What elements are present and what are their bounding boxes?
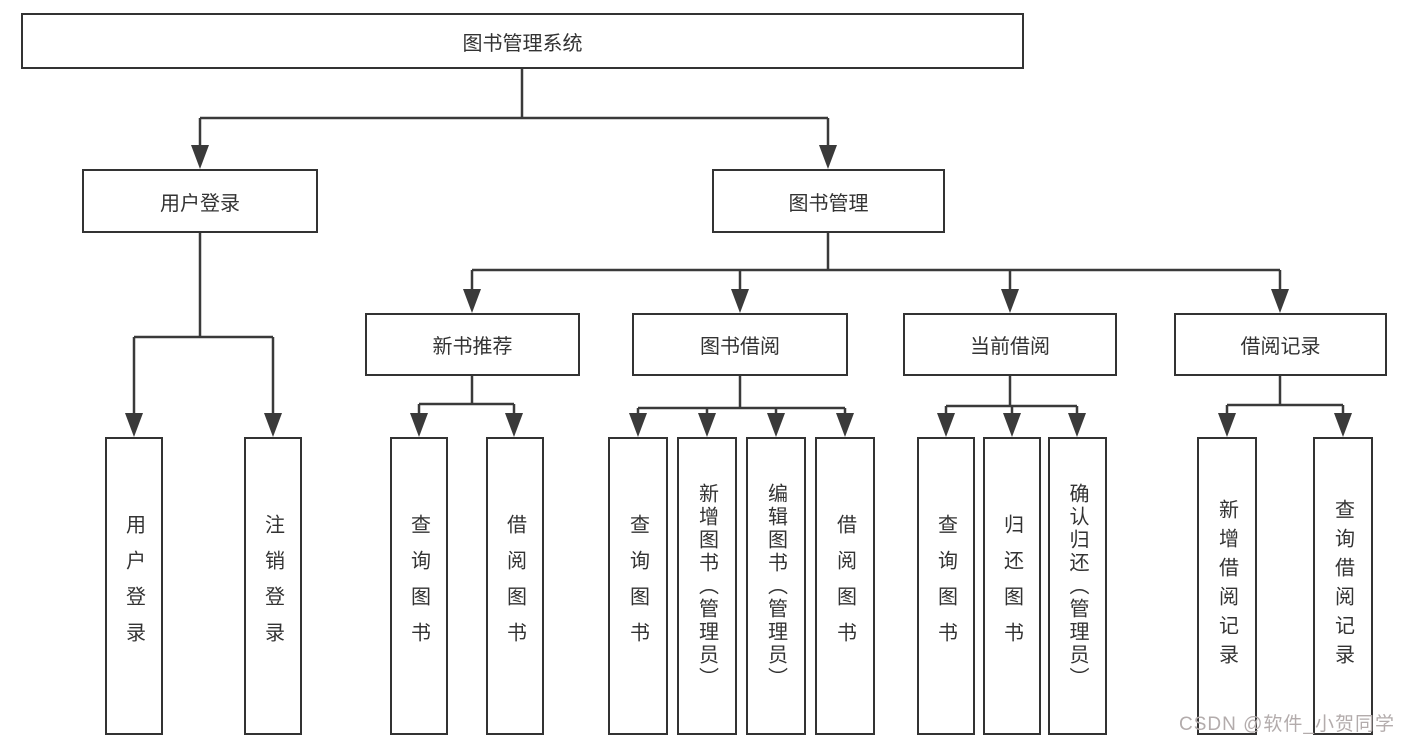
leaf-add-borrow-record: 新增借阅记录	[1197, 437, 1257, 735]
node-label: 新书推荐	[432, 336, 513, 358]
leaf-return-books: 归还图书	[983, 437, 1041, 735]
node-label: 当前借阅	[970, 336, 1050, 358]
leaf-label: 归还图书	[1000, 514, 1023, 658]
leaf-query-books-current: 查询图书	[917, 437, 975, 735]
leaf-borrow-books-recommend: 借阅图书	[486, 437, 544, 735]
leaf-add-books-admin: 新增图书（管理员）	[677, 437, 737, 735]
node-borrow-records: 借阅记录	[1174, 313, 1387, 376]
leaf-label: 确认归还（管理员）	[1066, 482, 1088, 690]
node-new-book-recommend: 新书推荐	[365, 313, 580, 376]
node-label: 图书管理	[788, 192, 869, 215]
leaf-query-books-borrow: 查询图书	[608, 437, 668, 735]
node-user-login: 用户登录	[82, 169, 318, 233]
leaf-label: 借阅图书	[503, 514, 526, 658]
leaf-label: 查询图书	[934, 514, 957, 658]
leaf-query-books-recommend: 查询图书	[390, 437, 448, 735]
node-label: 图书借阅	[700, 336, 780, 358]
leaf-label: 编辑图书（管理员）	[764, 482, 787, 690]
leaf-label: 查询借阅记录	[1331, 499, 1354, 673]
leaf-label: 借阅图书	[833, 514, 856, 658]
node-library-management-system: 图书管理系统	[21, 13, 1024, 69]
leaf-edit-books-admin: 编辑图书（管理员）	[746, 437, 806, 735]
leaf-logout-login: 注销登录	[244, 437, 302, 735]
leaf-confirm-return-admin: 确认归还（管理员）	[1048, 437, 1107, 735]
leaf-label: 用户登录	[122, 514, 145, 658]
node-current-borrow: 当前借阅	[903, 313, 1117, 376]
leaf-label: 查询图书	[407, 514, 430, 658]
node-label: 图书管理系统	[462, 32, 583, 55]
leaf-borrow-books: 借阅图书	[815, 437, 875, 735]
leaf-query-borrow-record: 查询借阅记录	[1313, 437, 1373, 735]
leaf-label: 查询图书	[626, 514, 649, 658]
node-book-management: 图书管理	[712, 169, 945, 233]
leaf-label: 新增借阅记录	[1215, 499, 1238, 673]
node-label: 借阅记录	[1240, 336, 1321, 358]
node-book-borrow: 图书借阅	[632, 313, 848, 376]
node-label: 用户登录	[160, 192, 240, 215]
leaf-user-login: 用户登录	[105, 437, 163, 735]
leaf-label: 注销登录	[261, 514, 284, 658]
leaf-label: 新增图书（管理员）	[695, 482, 718, 690]
